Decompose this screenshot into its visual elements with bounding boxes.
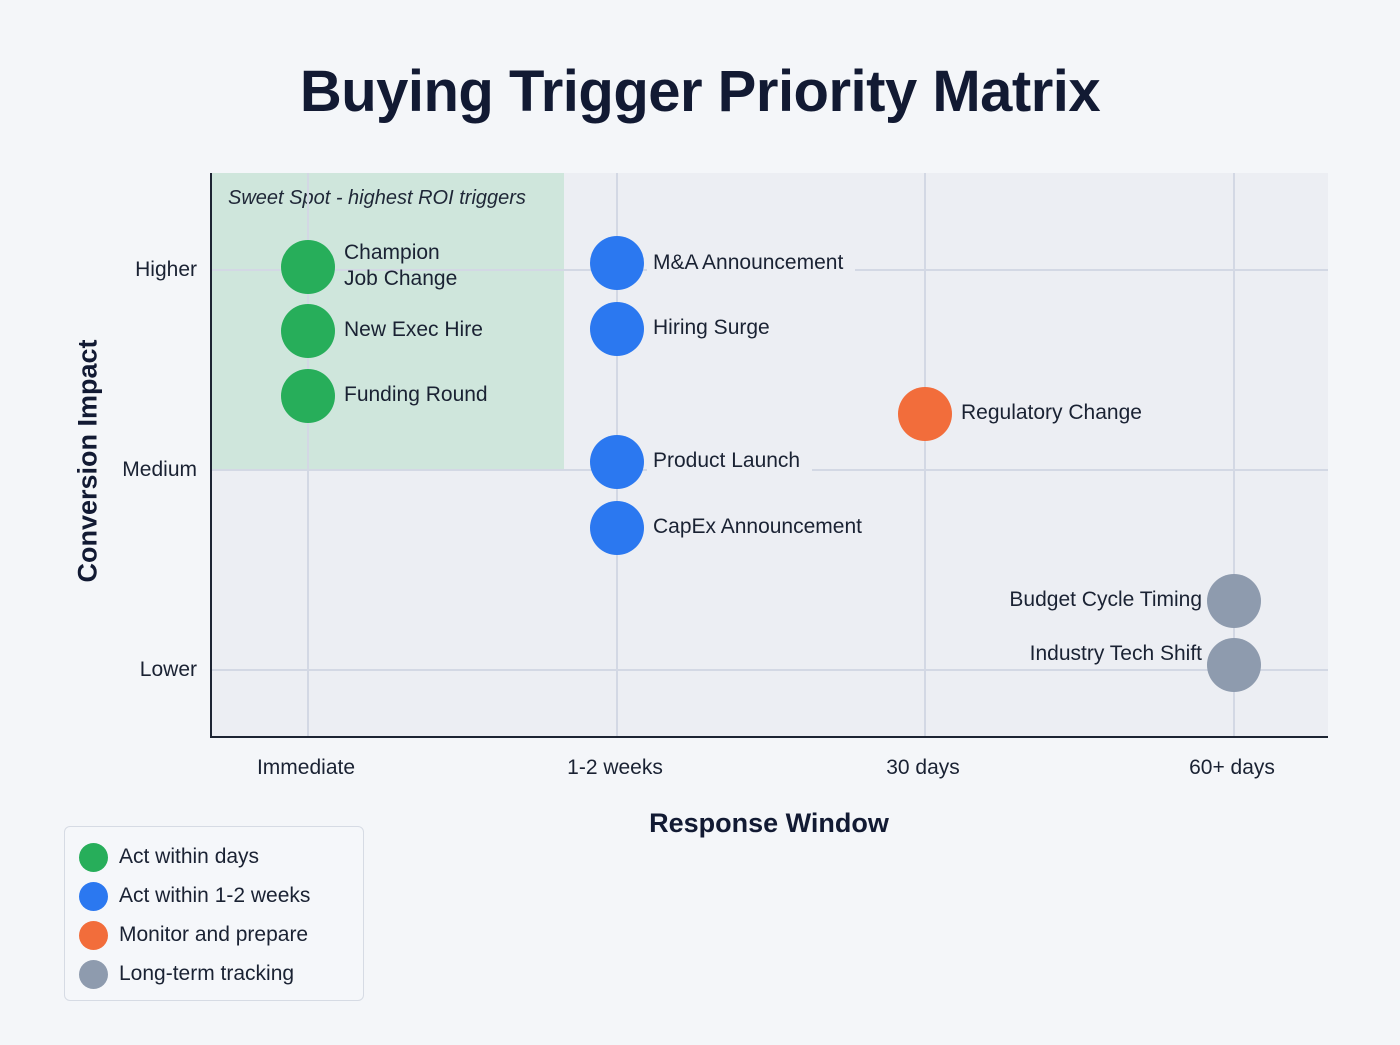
label-new-exec-hire: New Exec Hire — [344, 318, 483, 341]
label-hiring-surge: Hiring Surge — [647, 315, 782, 341]
sweet-spot-label: Sweet Spot - highest ROI triggers — [228, 187, 526, 209]
label-funding-round: Funding Round — [344, 383, 488, 406]
legend-item-monitor-and-prepare[interactable]: Monitor and prepare — [79, 920, 308, 950]
gridline-x-immediate — [307, 173, 309, 736]
gridline-x-30-days — [924, 173, 926, 736]
point-champion-job-change[interactable] — [281, 240, 335, 294]
label-regulatory-change: Regulatory Change — [955, 400, 1154, 426]
point-funding-round[interactable] — [281, 369, 335, 423]
x-tick-60-days: 60+ days — [1189, 756, 1275, 779]
point-capex-announcement[interactable] — [590, 501, 644, 555]
legend: Act within days Act within 1-2 weeks Mon… — [64, 826, 364, 1001]
point-product-launch[interactable] — [590, 435, 644, 489]
gridline-x-60-days — [1233, 173, 1235, 736]
y-tick-lower: Lower — [139, 658, 197, 681]
legend-item-act-within-1-2-weeks[interactable]: Act within 1-2 weeks — [79, 881, 310, 911]
label-budget-cycle-timing: Budget Cycle Timing — [999, 587, 1202, 613]
legend-item-long-term-tracking[interactable]: Long-term tracking — [79, 959, 294, 989]
point-industry-tech-shift[interactable] — [1207, 638, 1261, 692]
x-tick-immediate: Immediate — [256, 756, 356, 779]
legend-swatch-orange — [79, 920, 108, 950]
x-tick-30-days: 30 days — [886, 756, 960, 779]
gridline-y-lower — [212, 669, 1328, 671]
chart-title: Buying Trigger Priority Matrix — [299, 59, 1101, 124]
label-champion-job-change: Champion Job Change — [344, 241, 458, 290]
y-tick-medium: Medium — [122, 458, 197, 481]
label-product-launch: Product Launch — [647, 448, 813, 474]
label-m-and-a-announcement: M&A Announcement — [647, 250, 856, 276]
plot-area: Sweet Spot - highest ROI triggers Champi… — [210, 173, 1328, 738]
legend-swatch-green — [79, 842, 108, 872]
legend-swatch-blue — [79, 881, 108, 911]
y-axis-label: Conversion Impact — [72, 339, 103, 583]
point-hiring-surge[interactable] — [590, 302, 644, 356]
point-budget-cycle-timing[interactable] — [1207, 574, 1261, 628]
label-capex-announcement: CapEx Announcement — [647, 514, 874, 540]
sweet-spot-region: Sweet Spot - highest ROI triggers — [212, 173, 564, 470]
legend-swatch-gray — [79, 959, 108, 989]
legend-item-act-within-days[interactable]: Act within days — [79, 842, 259, 872]
y-tick-higher: Higher — [135, 258, 197, 281]
point-regulatory-change[interactable] — [898, 387, 952, 441]
label-industry-tech-shift: Industry Tech Shift — [1019, 641, 1202, 667]
x-axis-label: Response Window — [649, 808, 889, 838]
point-m-and-a-announcement[interactable] — [590, 236, 644, 290]
point-new-exec-hire[interactable] — [281, 304, 335, 358]
x-tick-1-2-weeks: 1-2 weeks — [567, 756, 663, 779]
